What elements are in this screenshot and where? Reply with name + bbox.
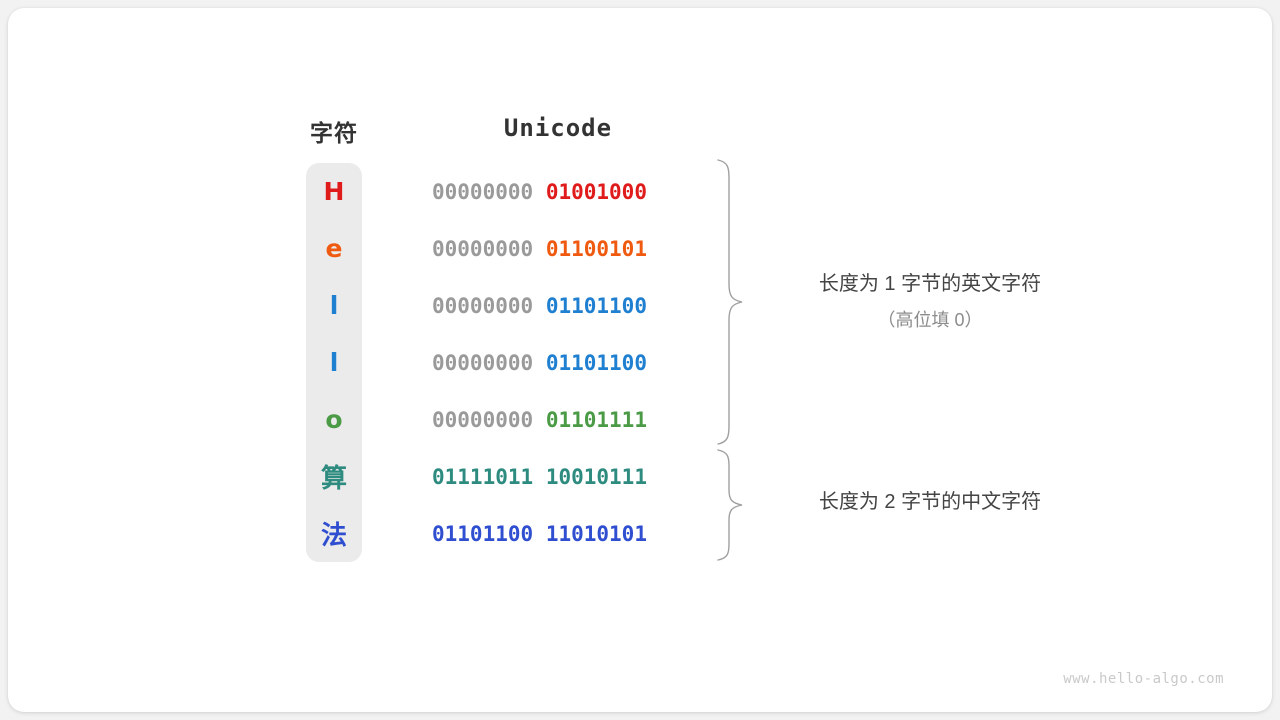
annotation-english-line1: 长度为 1 字节的英文字符: [818, 273, 1042, 295]
unicode-binary-row: 00000000 01101111: [432, 391, 684, 448]
content-card: [8, 8, 1272, 712]
character-cell: l: [329, 348, 339, 377]
unicode-binary-row: 00000000 01100101: [432, 220, 684, 277]
watermark: www.hello-algo.com: [1063, 671, 1224, 687]
byte-separator: [533, 237, 546, 261]
character-cell: l: [329, 291, 339, 320]
unicode-low-byte: 01001000: [545, 179, 647, 204]
unicode-binary-row: 00000000 01101100: [432, 334, 684, 391]
byte-separator: [533, 351, 546, 375]
byte-separator: [533, 408, 546, 432]
annotation-chinese-line1: 长度为 2 字节的中文字符: [818, 491, 1042, 513]
unicode-high-byte: 00000000: [432, 179, 534, 204]
unicode-binary-row: 01101100 11010101: [432, 505, 684, 562]
byte-separator: [533, 294, 546, 318]
byte-separator: [533, 522, 546, 546]
unicode-high-byte: 00000000: [432, 407, 534, 432]
group-brace-english: [717, 159, 743, 445]
unicode-binary-row: 00000000 01101100: [432, 277, 684, 334]
unicode-low-byte: 11010101: [545, 521, 647, 546]
group-brace-chinese: [717, 449, 743, 561]
character-cell: o: [325, 405, 343, 434]
unicode-low-byte: 01101100: [545, 293, 647, 318]
character-cell: 算: [320, 464, 347, 494]
annotation-english: 长度为 1 字节的英文字符 （高位填 0）: [760, 266, 1100, 338]
unicode-low-byte: 01100101: [545, 236, 647, 261]
column-header-unicode: Unicode: [503, 114, 613, 142]
unicode-binary-row: 01111011 10010111: [432, 448, 684, 505]
annotation-chinese: 长度为 2 字节的中文字符: [760, 486, 1100, 518]
unicode-high-byte: 00000000: [432, 350, 534, 375]
unicode-high-byte: 00000000: [432, 236, 534, 261]
unicode-low-byte: 01101100: [545, 350, 647, 375]
unicode-low-byte: 01101111: [545, 407, 647, 432]
unicode-binary-row: 00000000 01001000: [432, 163, 684, 220]
annotation-english-line2: （高位填 0）: [877, 310, 983, 330]
unicode-high-byte: 01101100: [432, 521, 534, 546]
character-cell: e: [325, 234, 343, 263]
byte-separator: [533, 180, 546, 204]
byte-separator: [533, 465, 546, 489]
unicode-high-byte: 00000000: [432, 293, 534, 318]
column-header-character: 字符: [310, 120, 358, 146]
unicode-low-byte: 10010111: [545, 464, 647, 489]
character-cell: H: [323, 177, 345, 206]
unicode-high-byte: 01111011: [432, 464, 534, 489]
character-cell: 法: [320, 521, 347, 551]
